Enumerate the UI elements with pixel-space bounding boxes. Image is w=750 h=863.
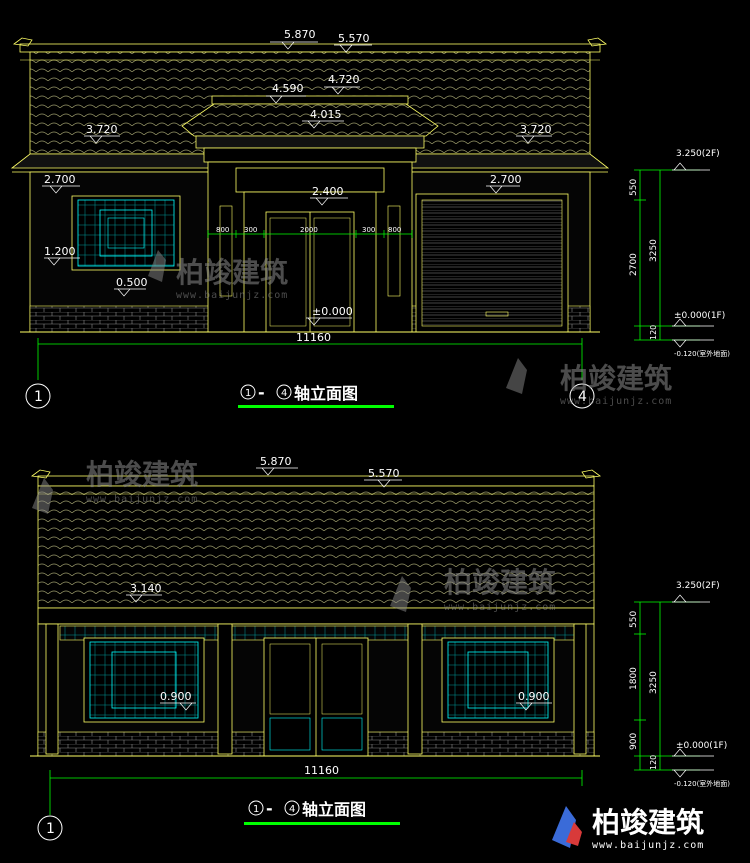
svg-text:1: 1 bbox=[253, 804, 259, 815]
lower-left-window bbox=[83, 637, 205, 723]
watermark-2: 柏竣建筑 www.baijunjz.com bbox=[506, 358, 672, 407]
level-plinth: 0.500 bbox=[116, 276, 148, 289]
door-dim-1: 800 bbox=[216, 226, 229, 234]
svg-text:4: 4 bbox=[281, 388, 287, 399]
svg-text:900: 900 bbox=[629, 733, 639, 750]
brand-logo-icon bbox=[506, 358, 527, 394]
svg-text:550: 550 bbox=[629, 179, 639, 196]
watermark-1: 柏竣建筑 www.baijunjz.com bbox=[148, 250, 288, 301]
gate-roof bbox=[181, 95, 439, 163]
svg-text:1: 1 bbox=[34, 389, 43, 405]
level-garage-head: 2.700 bbox=[490, 173, 522, 186]
upper-title: 1 - 4 轴立面图 bbox=[238, 383, 394, 408]
level-ridge: 5.870 bbox=[284, 28, 316, 41]
lower-level-ground: -0.120(室外地面) bbox=[674, 779, 730, 788]
svg-text:柏竣建筑: 柏竣建筑 bbox=[592, 806, 704, 839]
door-dim-3: 2000 bbox=[300, 226, 318, 234]
svg-text:柏竣建筑: 柏竣建筑 bbox=[86, 458, 198, 491]
garage-door bbox=[415, 193, 569, 333]
svg-text:www.baijunjz.com: www.baijunjz.com bbox=[444, 602, 556, 613]
lower-level-markers bbox=[126, 467, 552, 711]
level-eave-top: 5.570 bbox=[338, 32, 370, 45]
watermark-3: 柏竣建筑 www.baijunjz.com bbox=[32, 458, 198, 514]
upper-level-2f: 3.250(2F) bbox=[676, 149, 720, 159]
watermark-5: 柏竣建筑 www.baijunjz.com bbox=[552, 806, 704, 851]
level-window-head: 2.700 bbox=[44, 173, 76, 186]
level-door-head: 2.400 bbox=[312, 185, 344, 198]
svg-text:1: 1 bbox=[245, 388, 251, 399]
lower-columns bbox=[45, 623, 587, 755]
upper-level-markers bbox=[42, 41, 552, 326]
svg-text:4: 4 bbox=[578, 389, 587, 405]
svg-text:www.baijunjz.com: www.baijunjz.com bbox=[86, 494, 198, 505]
level-gate-eave: 4.015 bbox=[310, 108, 342, 121]
svg-text:120: 120 bbox=[649, 325, 658, 340]
lower-level-2f: 3.250(2F) bbox=[676, 581, 720, 591]
svg-text:-: - bbox=[258, 383, 265, 402]
lower-right-window bbox=[441, 637, 555, 723]
ridge-ornament-icon bbox=[12, 37, 608, 47]
lower-level-sill-left: 0.900 bbox=[160, 690, 192, 703]
watermark-4: 柏竣建筑 www.baijunjz.com bbox=[390, 566, 556, 613]
door-dim-2: 300 bbox=[244, 226, 257, 234]
lower-level-ridge: 5.870 bbox=[260, 455, 292, 468]
svg-text:-: - bbox=[266, 799, 273, 818]
lower-center-door bbox=[263, 637, 369, 757]
upper-total-width: 11160 bbox=[296, 331, 331, 344]
level-floor: ±0.000 bbox=[312, 305, 353, 318]
upper-level-ground: -0.120(室外地面) bbox=[674, 349, 730, 358]
lower-level-1f: ±0.000(1F) bbox=[676, 741, 727, 751]
brand-logo-icon bbox=[32, 478, 53, 514]
svg-text:1: 1 bbox=[46, 821, 55, 837]
svg-text:柏竣建筑: 柏竣建筑 bbox=[560, 362, 672, 395]
svg-text:www.baijunjz.com: www.baijunjz.com bbox=[560, 396, 672, 407]
lower-level-eave-top: 5.570 bbox=[368, 467, 400, 480]
brand-logo-icon bbox=[390, 576, 411, 612]
svg-text:轴立面图: 轴立面图 bbox=[302, 800, 366, 819]
level-eave-right: 3.720 bbox=[520, 123, 552, 136]
lower-title: 1 - 4 轴立面图 bbox=[244, 799, 400, 825]
brand-logo-accent-icon bbox=[566, 822, 582, 846]
level-eave-left: 3.720 bbox=[86, 123, 118, 136]
lower-side-dims: 3.250(2F) ±0.000(1F) -0.120(室外地面) 550 18… bbox=[629, 581, 730, 788]
svg-text:550: 550 bbox=[629, 611, 639, 628]
lower-total-width: 11160 bbox=[304, 764, 339, 777]
door-dim-4: 300 bbox=[362, 226, 375, 234]
door-dim-5: 800 bbox=[388, 226, 401, 234]
svg-text:1800: 1800 bbox=[629, 667, 639, 690]
svg-text:2700: 2700 bbox=[629, 253, 639, 276]
upper-axis-1: 1 bbox=[25, 383, 51, 409]
svg-text:www.baijunjz.com: www.baijunjz.com bbox=[176, 290, 288, 301]
lower-level-eave: 3.140 bbox=[130, 582, 162, 595]
svg-text:轴立面图: 轴立面图 bbox=[294, 384, 358, 403]
upper-side-dims: 3.250(2F) ±0.000(1F) -0.120(室外地面) 550 27… bbox=[629, 149, 730, 358]
lower-level-sill-right: 0.900 bbox=[518, 690, 550, 703]
upper-elevation: 11160 1 4 5.870 5.570 4.590 bbox=[10, 28, 730, 409]
svg-text:柏竣建筑: 柏竣建筑 bbox=[176, 256, 288, 289]
lower-roof bbox=[30, 469, 602, 625]
svg-text:3250: 3250 bbox=[649, 239, 659, 262]
level-gate-ridge-left: 4.590 bbox=[272, 82, 304, 95]
level-gate-ridge-right: 4.720 bbox=[328, 73, 360, 86]
level-window-sill: 1.200 bbox=[44, 245, 76, 258]
lower-elevation: 11160 1 5.870 5.570 3.140 0.900 0.900 bbox=[30, 455, 730, 841]
svg-text:4: 4 bbox=[289, 804, 295, 815]
lower-axis-1: 1 bbox=[37, 815, 63, 841]
upper-axis-4: 4 bbox=[569, 383, 595, 409]
svg-text:www.baijunjz.com: www.baijunjz.com bbox=[592, 840, 704, 851]
brand-logo-icon bbox=[148, 250, 166, 282]
svg-text:120: 120 bbox=[649, 755, 658, 770]
gate bbox=[207, 161, 413, 333]
svg-text:柏竣建筑: 柏竣建筑 bbox=[444, 566, 556, 599]
svg-text:3250: 3250 bbox=[649, 671, 659, 694]
upper-level-1f: ±0.000(1F) bbox=[674, 311, 725, 321]
